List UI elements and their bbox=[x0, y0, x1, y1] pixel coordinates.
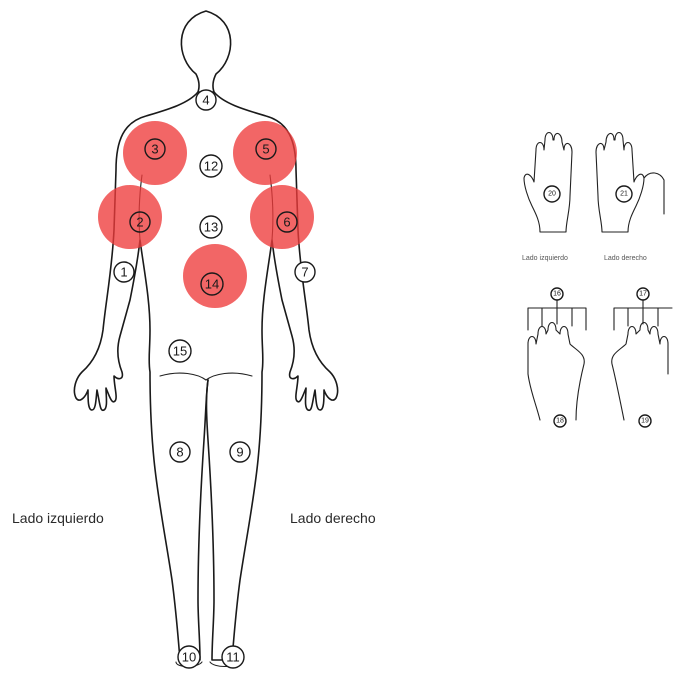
hand-back-right: 17 19 bbox=[612, 288, 672, 427]
region-marker-9[interactable]: 9 bbox=[230, 442, 250, 462]
hand-palm-left: 20 bbox=[524, 133, 572, 233]
region-marker-10[interactable]: 10 bbox=[178, 646, 200, 668]
hands-right-side-label: Lado derecho bbox=[604, 255, 647, 262]
region-marker-10-label: 10 bbox=[182, 650, 196, 665]
hand-marker-19-label: 19 bbox=[641, 418, 649, 425]
region-marker-3-label: 3 bbox=[151, 142, 158, 157]
hand-back-left-outline bbox=[528, 323, 584, 421]
hand-back-left-bracket bbox=[528, 300, 586, 330]
hand-back-left: 16 18 bbox=[528, 288, 586, 427]
region-marker-13[interactable]: 13 bbox=[200, 216, 222, 238]
region-marker-6-label: 6 bbox=[283, 215, 290, 230]
hand-back-right-outline bbox=[612, 323, 668, 421]
buttocks-line bbox=[160, 373, 252, 380]
region-marker-1-label: 1 bbox=[120, 265, 127, 280]
region-marker-8[interactable]: 8 bbox=[170, 442, 190, 462]
hand-palm-left-outline bbox=[524, 133, 572, 233]
body-left-side-label: Lado izquierdo bbox=[12, 510, 104, 526]
body-head-outline bbox=[181, 11, 230, 92]
region-marker-7[interactable]: 7 bbox=[295, 262, 315, 282]
region-marker-15[interactable]: 15 bbox=[169, 340, 191, 362]
highlight-region-6[interactable] bbox=[250, 185, 314, 249]
region-marker-2-label: 2 bbox=[136, 215, 143, 230]
region-marker-13-label: 13 bbox=[204, 220, 218, 235]
hand-marker-21-label: 21 bbox=[620, 191, 628, 198]
hand-marker-20-label: 20 bbox=[548, 191, 556, 198]
hand-back-right-bracket bbox=[614, 300, 672, 330]
hand-palm-right: 21 bbox=[596, 133, 664, 233]
region-marker-15-label: 15 bbox=[173, 344, 187, 359]
region-marker-12[interactable]: 12 bbox=[200, 155, 222, 177]
region-marker-11-label: 11 bbox=[226, 650, 240, 665]
region-marker-12-label: 12 bbox=[204, 159, 218, 174]
body-right-side-label: Lado derecho bbox=[290, 510, 376, 526]
hand-palm-right-extra-finger bbox=[644, 173, 664, 214]
region-marker-5-label: 5 bbox=[262, 142, 269, 157]
region-marker-14-label: 14 bbox=[205, 277, 219, 292]
region-marker-1[interactable]: 1 bbox=[114, 262, 134, 282]
hand-marker-17-label: 17 bbox=[639, 291, 647, 298]
region-marker-7-label: 7 bbox=[301, 265, 308, 280]
hand-marker-18-label: 18 bbox=[556, 418, 564, 425]
hands-left-side-label: Lado izquierdo bbox=[522, 255, 568, 262]
region-marker-8-label: 8 bbox=[176, 445, 183, 460]
region-marker-4-label: 4 bbox=[202, 93, 209, 108]
region-marker-11[interactable]: 11 bbox=[222, 646, 244, 668]
region-marker-4[interactable]: 4 bbox=[196, 90, 216, 110]
hands-diagram: 20 21 Lado izquierdo Lado derecho 16 18 … bbox=[522, 133, 672, 428]
hand-marker-16-label: 16 bbox=[553, 291, 561, 298]
highlight-region-2[interactable] bbox=[98, 185, 162, 249]
hand-palm-right-outline bbox=[596, 133, 644, 233]
region-marker-9-label: 9 bbox=[236, 445, 243, 460]
